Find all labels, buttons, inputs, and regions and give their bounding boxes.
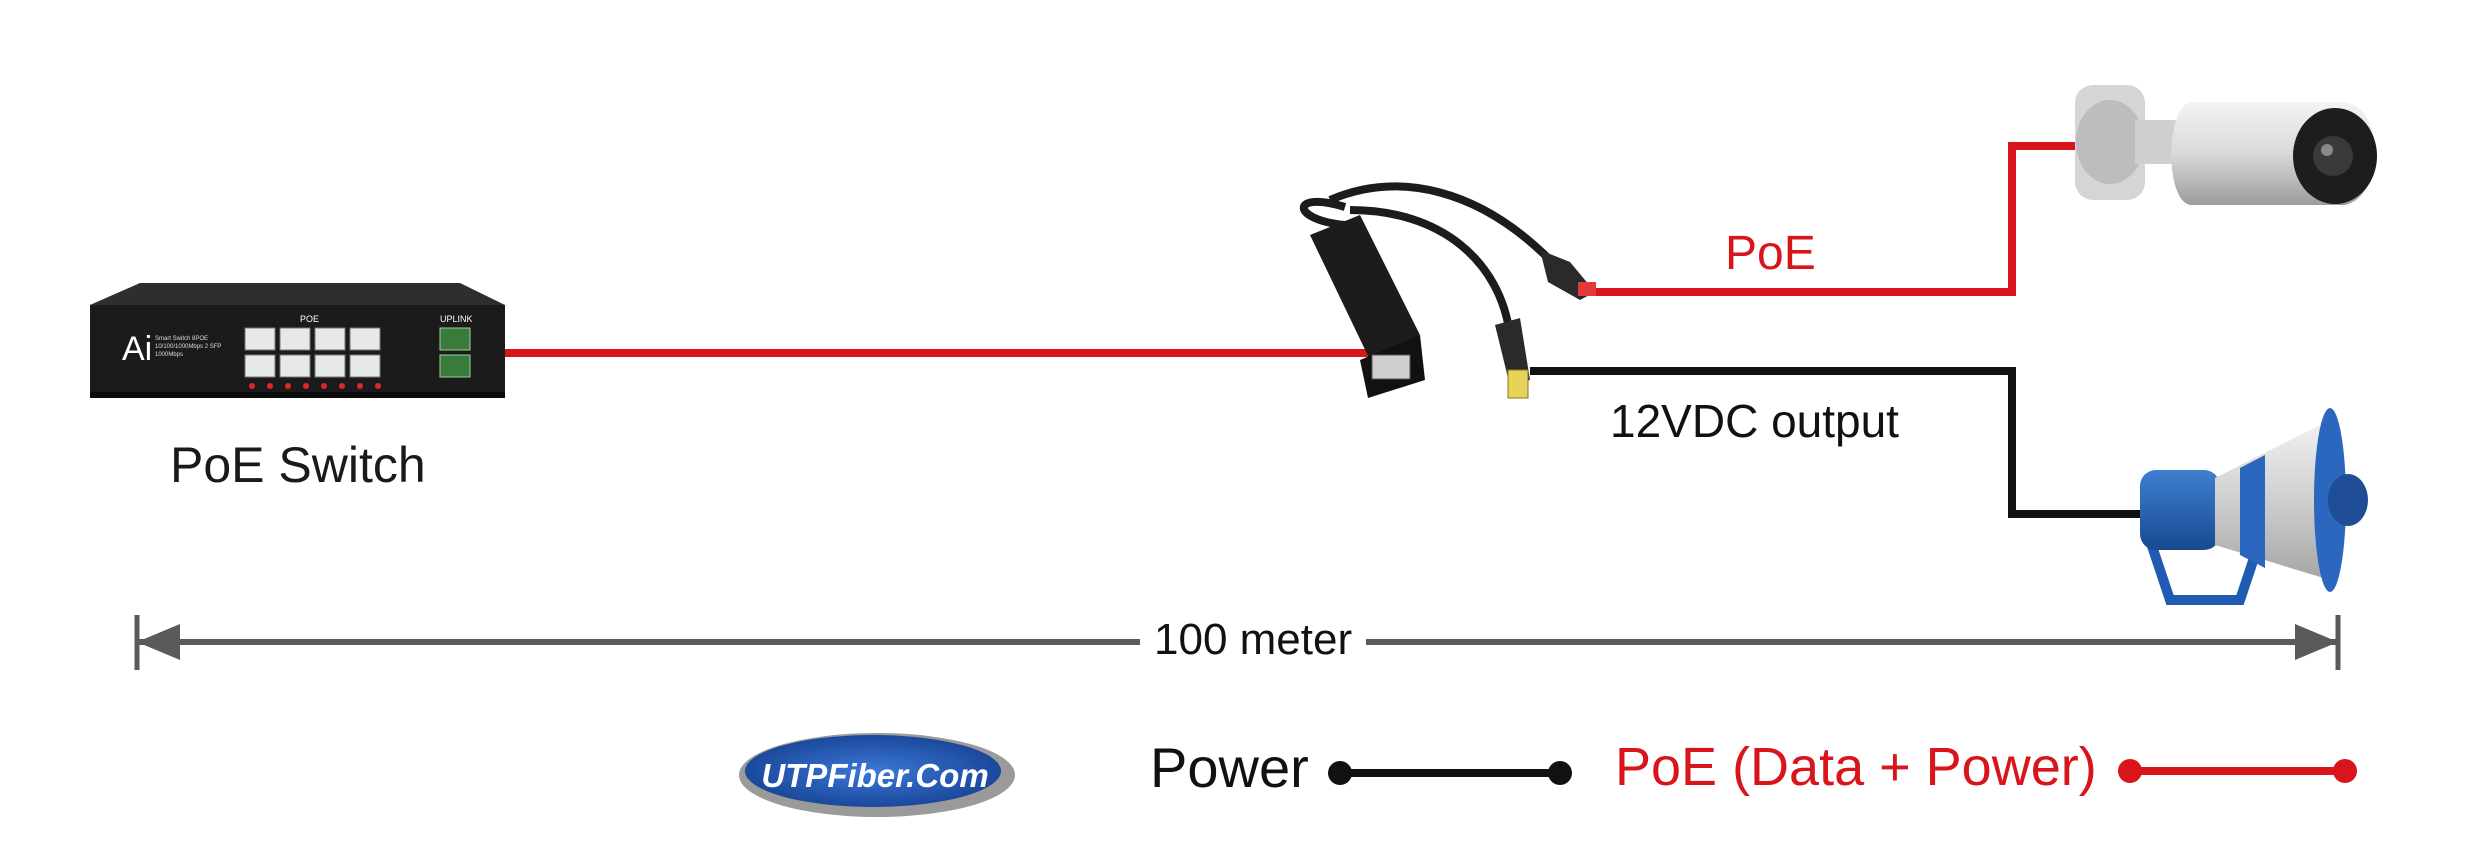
switch-poe-label: POE: [300, 314, 320, 324]
switch-poe-ports: [244, 327, 381, 378]
distance-label: 100 meter: [1140, 618, 1367, 662]
poe-switch: [90, 283, 505, 398]
dc-cable-splitter-to-speaker: [1530, 367, 2140, 518]
legend-power-line: [1328, 761, 1572, 785]
switch-brand-text: Ai: [122, 330, 153, 368]
poe-splitter: [1299, 182, 1596, 399]
switch-sfp-ports: [439, 327, 471, 378]
legend-poe-line: [2118, 759, 2357, 783]
poe-line-label: PoE: [1725, 227, 1816, 280]
legend-power-label: Power: [1150, 736, 1309, 799]
dc-output-label: 12VDC output: [1610, 395, 1899, 447]
switch-port-leds: [249, 383, 381, 389]
poe-cable-switch-to-splitter: [500, 349, 1370, 357]
poe-switch-label: PoE Switch: [170, 437, 426, 493]
logo-text: UTPFiber.Com: [761, 757, 989, 794]
switch-description: Smart Switch 8POE 10/100/1000Mbps 2 SFP …: [155, 336, 222, 358]
legend-poe-label: PoE (Data + Power): [1615, 737, 2097, 797]
utpfiber-logo: [739, 733, 1015, 817]
poe-cable-splitter-to-camera: [1595, 142, 2090, 296]
switch-uplink-label: UPLINK: [440, 314, 473, 324]
ip-camera: [2075, 85, 2377, 205]
speaker-horn: [2140, 408, 2368, 605]
